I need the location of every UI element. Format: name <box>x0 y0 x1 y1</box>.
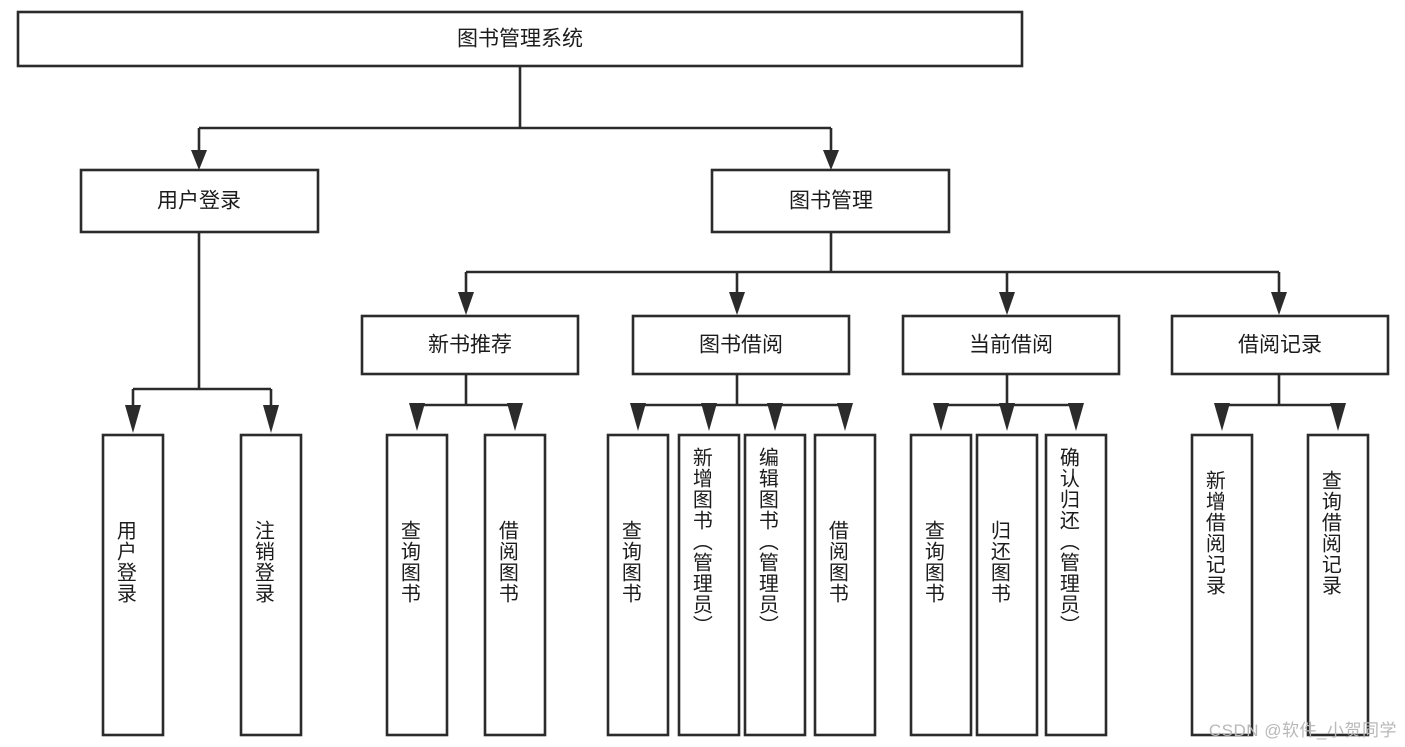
node-book-manage-label: 图书管理 <box>789 190 873 213</box>
leaf-box-bb-query-book[interactable] <box>606 433 670 737</box>
arrow-head-bb-leaf2 <box>701 403 717 431</box>
node-book-borrow-box[interactable] <box>631 314 851 376</box>
node-user-login-label: 用户登录 <box>157 190 241 213</box>
node-borrow-record-box[interactable] <box>1170 314 1390 376</box>
leaf-box-br-add-record[interactable] <box>1190 433 1254 737</box>
arrow-head-bb-leaf1 <box>630 403 646 431</box>
arrow-head-book-borrow <box>729 292 745 315</box>
connector-layer <box>125 66 1346 433</box>
node-current-borrow[interactable]: 当前借阅 <box>901 314 1121 376</box>
arrow-head-bb-leaf3 <box>767 403 783 431</box>
leaf-box-bb-borrow-book[interactable] <box>813 433 877 737</box>
leaf-box-cb-query-book[interactable] <box>909 433 973 737</box>
leaf-box-cb-return-book[interactable] <box>975 433 1039 737</box>
node-borrow-record[interactable]: 借阅记录 <box>1170 314 1390 376</box>
leaf-box-logout[interactable] <box>239 433 303 737</box>
node-root-label: 图书管理系统 <box>457 28 583 51</box>
node-book-manage[interactable]: 图书管理 <box>710 168 951 234</box>
node-root-box[interactable] <box>16 10 1024 68</box>
leaf-box-nb-query-book[interactable] <box>385 433 449 737</box>
node-book-borrow[interactable]: 图书借阅 <box>631 314 851 376</box>
node-new-book[interactable]: 新书推荐 <box>360 314 580 376</box>
arrow-head-cb-leaf2 <box>999 403 1015 431</box>
arrow-head-br-leaf1 <box>1214 403 1230 431</box>
arrow-head-cb-leaf1 <box>933 403 949 431</box>
node-current-borrow-label: 当前借阅 <box>969 334 1053 357</box>
node-user-login-box[interactable] <box>79 168 320 234</box>
arrow-head-nb-leaf2 <box>507 403 523 431</box>
arrow-head-new-book <box>458 292 474 315</box>
node-current-borrow-box[interactable] <box>901 314 1121 376</box>
csdn-watermark: CSDN @软件_小贺同学 <box>1208 721 1397 740</box>
leaf-box-user-login[interactable] <box>101 433 165 737</box>
arrow-head-current-borrow <box>999 292 1015 315</box>
arrow-head-bb-leaf4 <box>837 403 853 431</box>
leaf-box-cb-confirm-return[interactable] <box>1044 433 1108 737</box>
leaf-box-group-borrow-record <box>1190 433 1370 737</box>
node-new-book-box[interactable] <box>360 314 580 376</box>
leaf-box-bb-add-book[interactable] <box>677 433 741 737</box>
leaf-box-group-user-login <box>101 433 303 737</box>
leaf-box-group-current-borrow <box>909 433 1108 737</box>
node-borrow-record-label: 借阅记录 <box>1238 334 1322 357</box>
arrow-head-cb-leaf3 <box>1068 403 1084 431</box>
arrow-head-book-manage <box>823 150 839 170</box>
arrow-head-leaf-logout <box>263 405 279 433</box>
arrow-head-nb-leaf1 <box>409 403 425 431</box>
arrow-head-borrow-record <box>1271 292 1287 315</box>
leaf-box-bb-edit-book[interactable] <box>743 433 807 737</box>
arrow-head-br-leaf2 <box>1330 403 1346 431</box>
arrow-head-leaf-user-login <box>125 405 141 433</box>
leaf-box-group-new-book <box>385 433 547 737</box>
leaf-box-br-query-record[interactable] <box>1306 433 1370 737</box>
node-root[interactable]: 图书管理系统 <box>16 10 1024 68</box>
leaf-box-group-book-borrow <box>606 433 877 737</box>
node-book-manage-box[interactable] <box>710 168 951 234</box>
leaf-box-nb-borrow-book[interactable] <box>483 433 547 737</box>
node-book-borrow-label: 图书借阅 <box>699 334 783 357</box>
node-user-login[interactable]: 用户登录 <box>79 168 320 234</box>
node-new-book-label: 新书推荐 <box>428 334 512 357</box>
arrow-head-user-login <box>191 150 207 170</box>
